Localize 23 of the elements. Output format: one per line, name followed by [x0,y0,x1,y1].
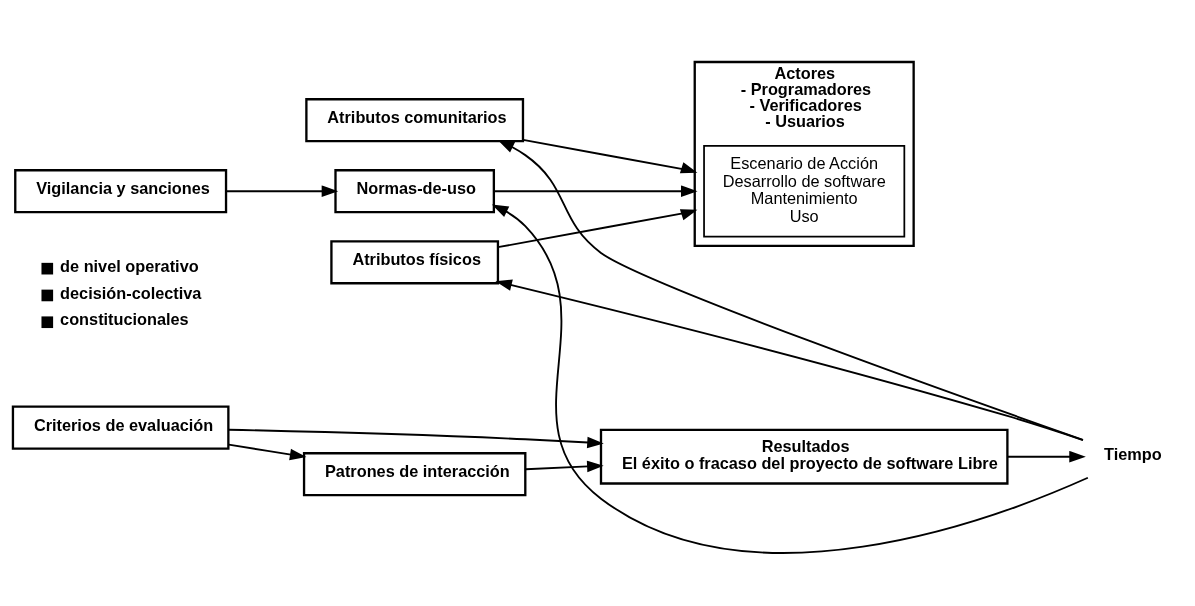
node-box: Normas-de-uso [334,169,496,214]
arrow [497,140,1084,441]
label: de nivel operativo [60,256,199,275]
node-box: Atributos físicos [330,240,500,285]
arrow [225,185,339,198]
arrow [1006,450,1086,463]
arrow [493,185,698,198]
node-box: Escenario de Acción Desarrollo de software Mantenimiento Uso [703,144,906,238]
node-box: Patrones de interacción [302,452,527,497]
arrow [524,460,604,473]
label: decisión-colectiva [60,283,202,302]
arrow [491,204,1089,554]
arrow [497,209,698,249]
arrow [227,443,307,461]
arrow [227,428,604,449]
node-box: Atributos comunitarios [305,98,525,143]
arrow [522,138,698,174]
node-text: Tiempo [1104,444,1162,463]
node-box: Resultados El éxito o fracaso del proyecto de software Libre [599,428,1009,485]
label: constitucionales [60,310,189,329]
node-box: Vigilancia y sanciones [14,169,228,214]
arrow [495,279,1084,441]
node-box: Criterios de evaluación [11,405,230,450]
